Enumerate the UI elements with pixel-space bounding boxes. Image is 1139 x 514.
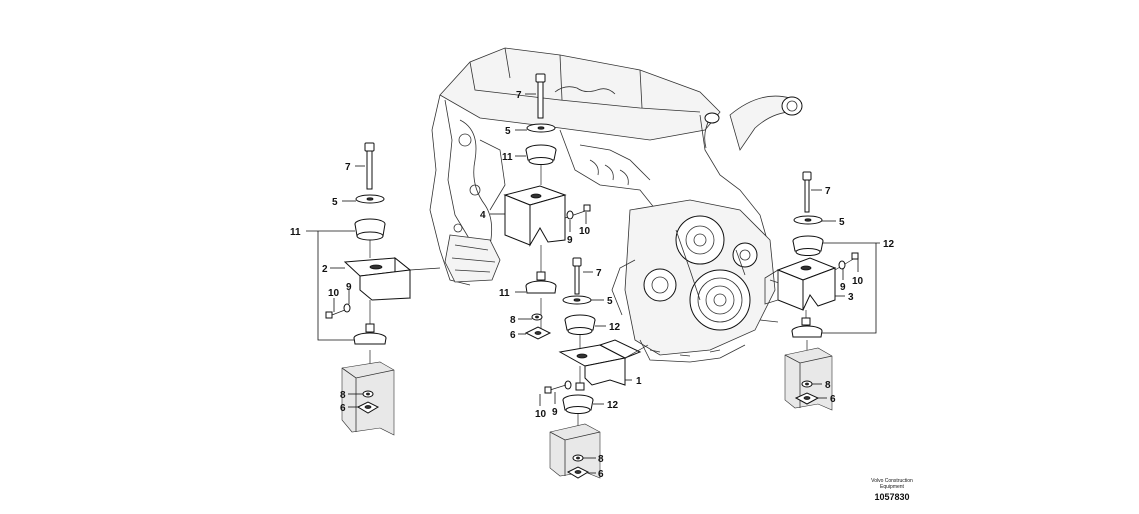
- callout-11-left: 11: [290, 227, 301, 238]
- brand-name-line1: Volvo Construction: [871, 478, 913, 484]
- brand-name-line2: Equipment: [880, 484, 904, 490]
- callout-4: 4: [480, 210, 486, 221]
- callout-12-center: 12: [609, 322, 621, 333]
- callout-8-center-lower: 8: [598, 454, 604, 465]
- callout-9-left: 9: [346, 282, 352, 293]
- callout-6-right: 6: [830, 394, 836, 405]
- drawing-reference-block: Volvo Construction Equipment 1057830: [852, 478, 932, 503]
- callout-12-center-lower: 12: [607, 400, 619, 411]
- engine-block-illustration: [429, 47, 803, 363]
- callout-9-right: 9: [840, 282, 846, 293]
- callout-3: 3: [848, 292, 854, 303]
- callout-8-left: 8: [340, 390, 346, 401]
- callout-labels: 7 5 11 4 9 10 11 8 6 7 5 11 12 1 9 10 12…: [290, 90, 895, 480]
- callout-10-right: 10: [852, 276, 864, 287]
- callout-7-center-upper: 7: [516, 90, 522, 101]
- callout-6-left: 6: [340, 403, 346, 414]
- callout-5-right: 5: [839, 217, 845, 228]
- callout-9-center-upper: 9: [567, 235, 573, 246]
- left-mount-stack: [325, 142, 441, 436]
- callout-8-right: 8: [825, 380, 831, 391]
- callout-5-center-lower: 5: [607, 296, 613, 307]
- callout-8-center-upper: 8: [510, 315, 516, 326]
- leader-lines: [306, 93, 880, 474]
- callout-10-left: 10: [328, 288, 340, 299]
- callout-7-right: 7: [825, 186, 831, 197]
- callout-10-center-lower: 10: [535, 409, 547, 420]
- callout-7-center-lower: 7: [596, 268, 602, 279]
- callout-2: 2: [322, 264, 328, 275]
- callout-9-center-lower: 9: [552, 407, 558, 418]
- callout-1: 1: [636, 376, 642, 387]
- right-mount-stack: [764, 171, 859, 411]
- callout-6-center-lower: 6: [598, 469, 604, 480]
- drawing-number: 1057830: [874, 492, 910, 502]
- callout-5-center-upper: 5: [505, 126, 511, 137]
- callout-6-center-upper: 6: [510, 330, 516, 341]
- callout-11-center: 11: [499, 288, 510, 299]
- callout-11-upper: 11: [502, 152, 513, 163]
- callout-12-right: 12: [883, 239, 895, 250]
- callout-10-center-upper: 10: [579, 226, 591, 237]
- center-upper-mount-stack: [503, 73, 591, 340]
- callout-7-left: 7: [345, 162, 351, 173]
- callout-5-left: 5: [332, 197, 338, 208]
- center-lower-mount-stack: [544, 257, 649, 479]
